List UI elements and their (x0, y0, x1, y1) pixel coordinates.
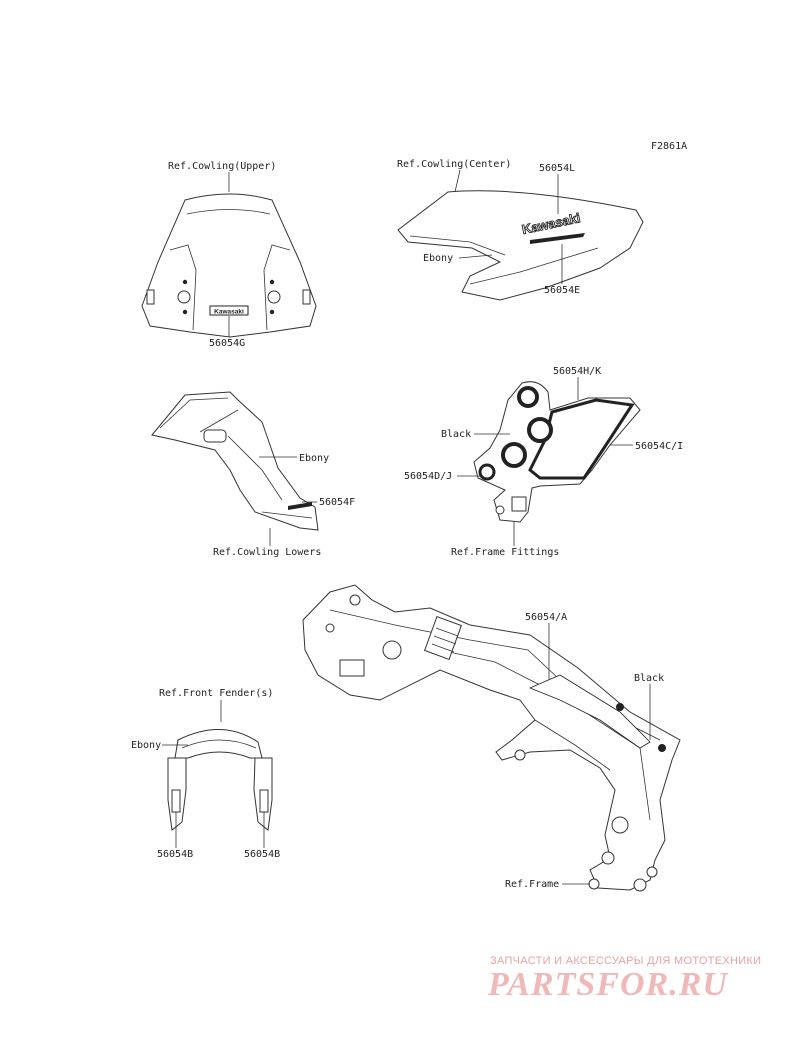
label-56054CI: 56054C/I (635, 441, 683, 452)
watermark-tagline: ЗАПЧАСТИ И АКСЕССУАРЫ ДЛЯ МОТОТЕХНИКИ (490, 955, 762, 967)
label-56054B-right: 56054B (244, 849, 280, 860)
label-56054F: 56054F (319, 497, 355, 508)
front-fender-part (167, 729, 273, 831)
decal-56054G (209, 305, 249, 316)
frame-part (302, 584, 681, 892)
label-black-frame: Black (634, 673, 664, 684)
label-56054E: 56054E (544, 285, 580, 296)
cowling-center-part: Kawasaki (397, 190, 644, 301)
label-ref-frame: Ref.Frame (505, 879, 559, 890)
label-56054L: 56054L (539, 163, 575, 174)
frame-fittings-part (473, 381, 641, 523)
label-ref-cowling-upper: Ref.Cowling(Upper) (168, 161, 276, 172)
watermark-logo: PARTSFOR.RU (488, 966, 728, 1003)
label-56054B-left: 56054B (157, 849, 193, 860)
label-ref-front-fender: Ref.Front Fender(s) (159, 688, 273, 699)
label-ebony-center: Ebony (423, 253, 453, 264)
label-56054A: 56054/A (525, 612, 567, 623)
label-56054HK: 56054H/K (553, 366, 601, 377)
cowling-lowers-part (151, 391, 319, 531)
diagram-code: F2861A (651, 141, 687, 152)
label-ref-cowling-center: Ref.Cowling(Center) (397, 159, 511, 170)
cowling-upper-part: Kawasaki (141, 193, 317, 338)
label-ref-cowling-lowers: Ref.Cowling Lowers (213, 547, 321, 558)
label-ref-frame-fittings: Ref.Frame Fittings (451, 547, 559, 558)
label-56054DJ: 56054D/J (404, 471, 452, 482)
label-black-fitting: Black (441, 429, 471, 440)
label-ebony-fender: Ebony (131, 740, 161, 751)
label-56054G: 56054G (209, 338, 245, 349)
label-ebony-lowers: Ebony (299, 453, 329, 464)
decal-brand-text: Kawasaki (214, 309, 244, 316)
